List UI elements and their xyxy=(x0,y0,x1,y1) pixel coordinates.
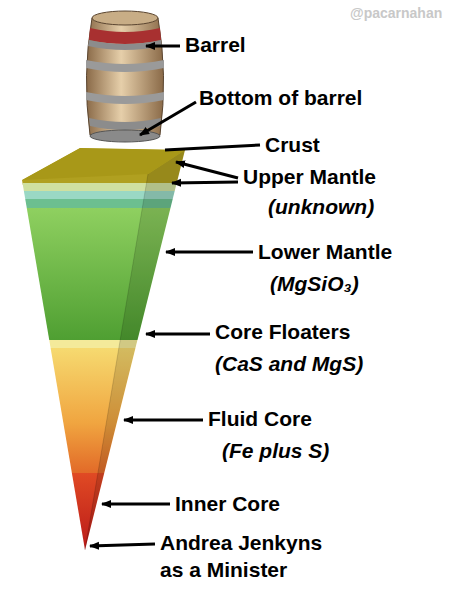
composition-note: (MgSiO₃) xyxy=(270,270,359,297)
earth-layers xyxy=(0,140,200,553)
part-name: Crust xyxy=(265,131,320,158)
leader-line xyxy=(90,544,155,546)
right-face-shade xyxy=(85,150,185,550)
fluid-core-layer xyxy=(0,348,200,473)
leader-line xyxy=(172,182,238,183)
barrel-body xyxy=(86,18,163,135)
leader-line xyxy=(165,145,260,150)
barrel-hoop xyxy=(86,60,164,72)
caption-note: Andrea Jenkyns as a Minister xyxy=(160,529,335,584)
part-name: Inner Core xyxy=(175,490,280,517)
part-name: Barrel xyxy=(185,31,246,58)
leader-line xyxy=(102,503,170,506)
leader-line xyxy=(140,102,196,135)
leader-line xyxy=(166,251,253,254)
part-name: Lower Mantle xyxy=(258,238,392,265)
composition-note: (CaS and MgS) xyxy=(215,350,363,377)
leader-line xyxy=(176,162,238,178)
wedge-edge xyxy=(85,174,148,550)
leader-line xyxy=(146,333,210,336)
lower-mantle-layer xyxy=(0,208,200,340)
part-name: Fluid Core xyxy=(208,405,312,432)
composition-note: (Fe plus S) xyxy=(222,437,329,464)
barrel-top xyxy=(92,11,158,25)
barrel-band xyxy=(89,28,161,44)
watermark: @pacarnahan xyxy=(350,4,442,22)
leader-line xyxy=(124,419,203,422)
leader-lines xyxy=(90,46,260,546)
part-name: Bottom of barrel xyxy=(199,84,362,111)
core-floater-layer xyxy=(0,340,200,348)
composition-note: (unknown) xyxy=(268,193,374,220)
barrel-picture xyxy=(86,11,164,142)
leader-line xyxy=(146,45,180,48)
barrel-bottom xyxy=(90,130,160,142)
barrel-hoop xyxy=(86,92,164,104)
crust-top-face xyxy=(22,148,185,180)
part-name: Core Floaters xyxy=(215,318,350,345)
part-name: Upper Mantle xyxy=(243,163,376,190)
